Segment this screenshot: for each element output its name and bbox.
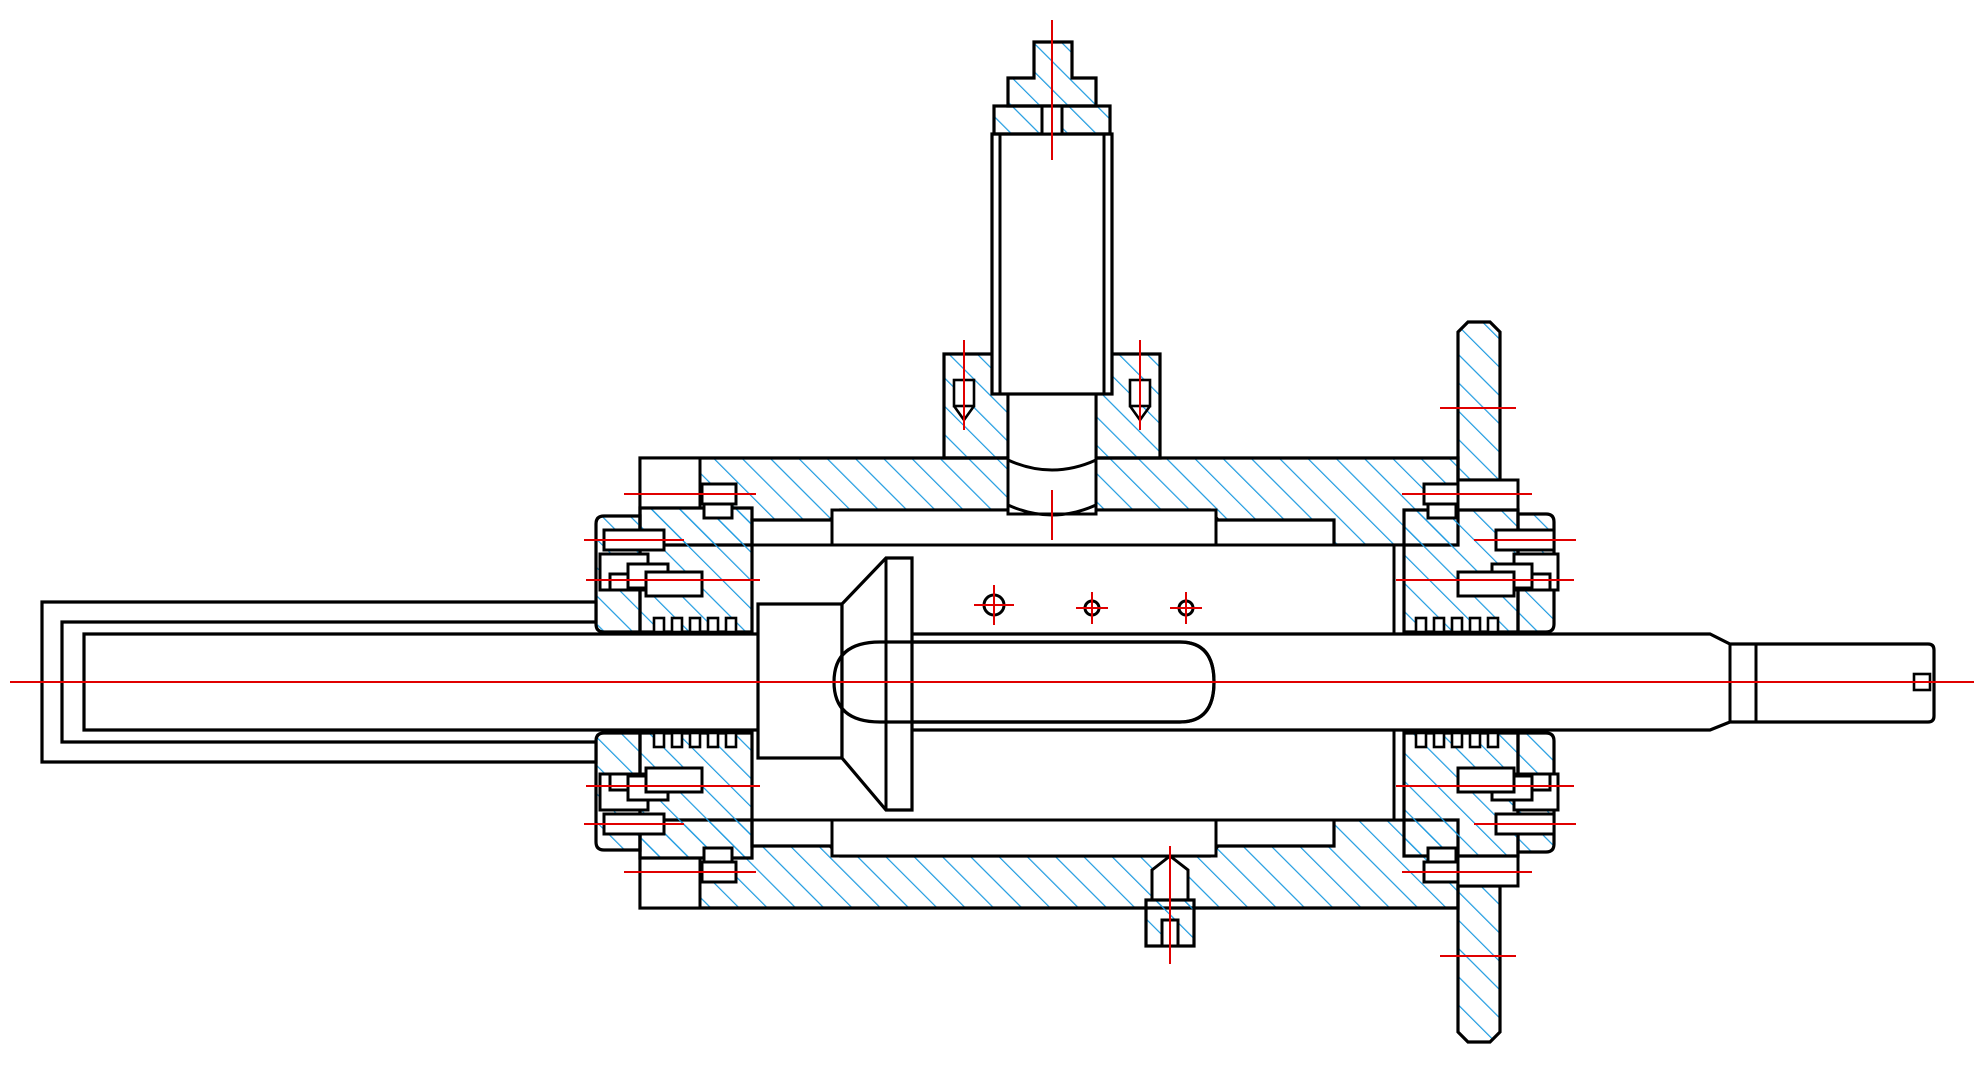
housing-inner-band-bottom [830, 818, 1218, 858]
piston-cone [840, 556, 914, 812]
flange-lower [1456, 884, 1502, 1044]
flange-upper [1456, 320, 1502, 482]
post-tube [990, 132, 1114, 396]
left-shaft-sleeve [40, 600, 598, 764]
housing-inner-band-top [830, 508, 1218, 548]
centerlines [10, 20, 1974, 964]
right-flange [1456, 320, 1502, 1044]
